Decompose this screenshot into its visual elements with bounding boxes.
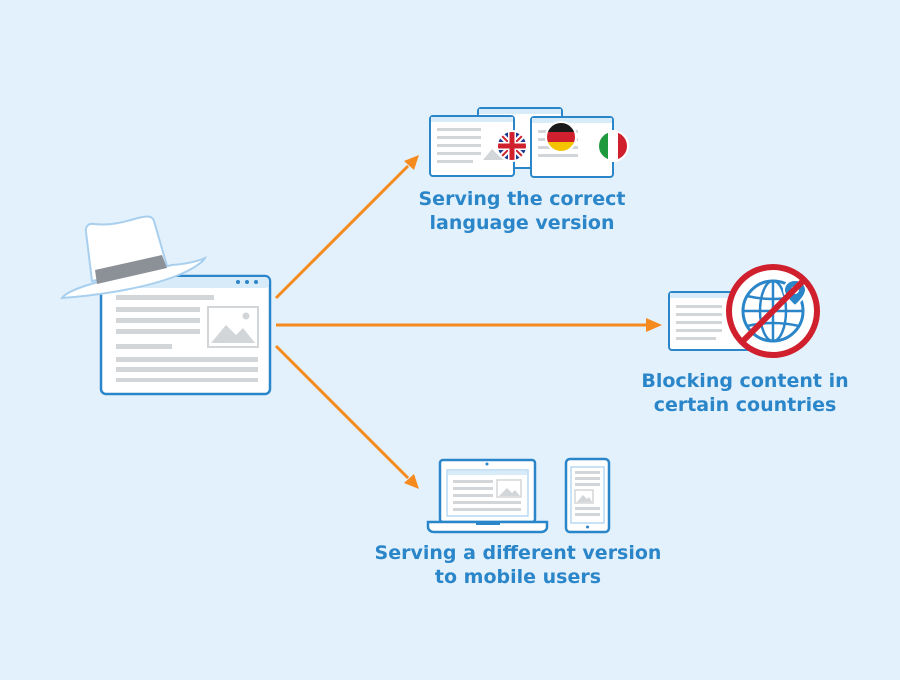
arrow-to-language: [274, 155, 419, 300]
label-mobile-line1: Serving a different version: [374, 542, 662, 564]
laptop-icon: [426, 458, 549, 534]
image-placeholder-icon: [207, 306, 259, 348]
label-language-line1: Serving the correct: [418, 188, 626, 210]
germany-flag-icon: [545, 121, 577, 153]
label-mobile-version: Serving a different version to mobile us…: [348, 541, 688, 589]
blocked-globe-icon: [726, 264, 820, 358]
label-language-version: Serving the correct language version: [372, 187, 672, 235]
label-mobile-line2: to mobile users: [434, 566, 602, 588]
label-blocking-line2: certain countries: [653, 394, 837, 416]
white-hat-icon: [60, 215, 208, 300]
uk-flag-icon: [496, 130, 528, 162]
label-language-line2: language version: [429, 212, 615, 234]
source-webpage: [99, 274, 272, 396]
label-blocking-line1: Blocking content in: [641, 370, 849, 392]
label-blocking-content: Blocking content in certain countries: [600, 369, 890, 417]
phone-icon: [564, 457, 611, 534]
italy-flag-icon: [597, 130, 629, 162]
arrow-to-blocking: [276, 318, 662, 332]
arrow-to-mobile: [274, 344, 419, 489]
